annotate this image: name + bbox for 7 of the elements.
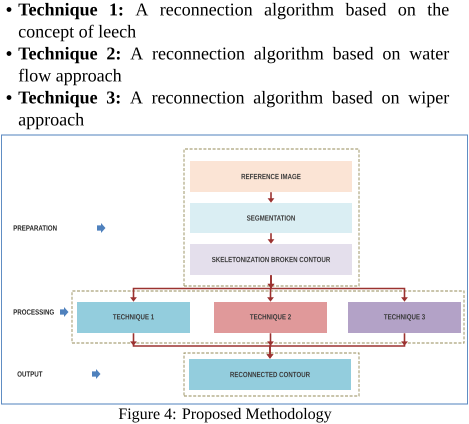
figure-caption: Figure 4: Proposed Methodology (118, 408, 332, 422)
bullet-text: Technique 1: A reconnection algorithm based on the concept of leech (18, 2, 449, 42)
dashed-group-box (184, 148, 360, 286)
bullet-text: Technique 3: A reconnection algorithm based on wiper approach (18, 90, 450, 130)
dashed-group-box (184, 352, 360, 396)
dashed-group-box (72, 290, 464, 344)
bullet-text: Technique 2: A reconnection algorithm based on water flow approach (18, 46, 450, 86)
